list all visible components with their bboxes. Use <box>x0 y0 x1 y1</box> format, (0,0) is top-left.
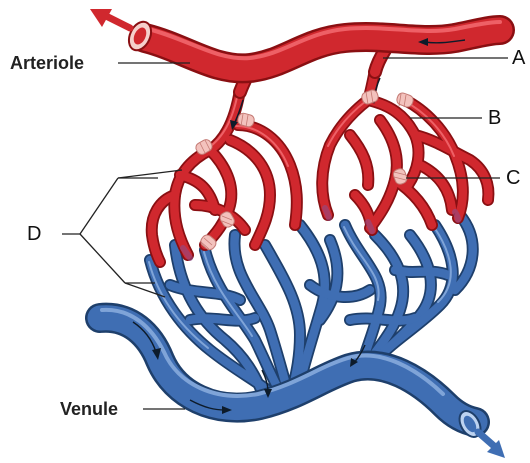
arteriole-outflow-arrow <box>90 9 130 28</box>
venule-label: Venule <box>60 399 118 419</box>
label-a-text: A <box>512 47 526 69</box>
arteriole-label: Arteriole <box>10 53 84 73</box>
venule-outflow-arrow <box>478 432 505 458</box>
label-c-text: C <box>506 167 520 189</box>
arteriole-vessel <box>90 9 500 130</box>
label-venule: Venule <box>60 399 185 419</box>
label-d-text: D <box>27 223 41 245</box>
label-b-text: B <box>488 107 501 129</box>
venous-capillary-network <box>149 215 473 392</box>
